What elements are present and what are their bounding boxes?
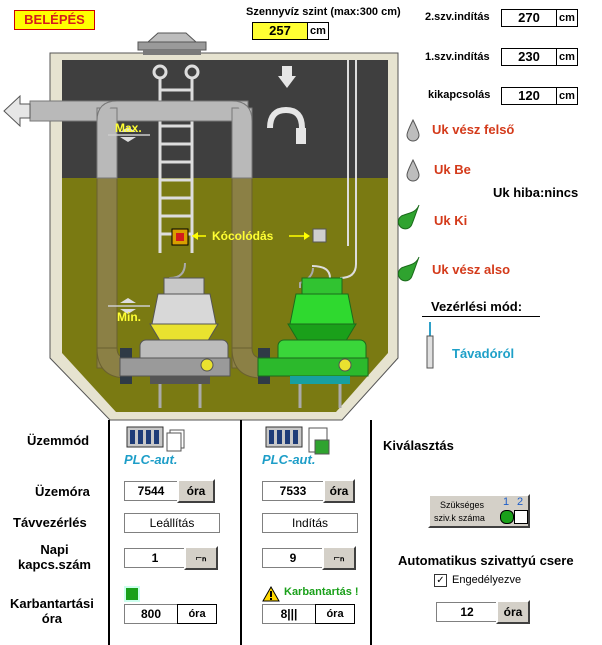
setting-1-label: 1.szv.indítás (425, 51, 490, 63)
sensor-on-label: Uk Be (434, 162, 471, 177)
pump-2-maint-unit: óra (315, 604, 355, 624)
pump-2 (257, 277, 369, 408)
pump-1-maint-unit: óra (177, 604, 217, 624)
pump-2-mode[interactable]: PLC-aut. (262, 452, 316, 467)
required-option-2[interactable] (514, 510, 528, 524)
pump-2-hours-unit: óra (323, 479, 355, 503)
sensor-off-label: Uk Ki (434, 213, 468, 228)
setting-1-value[interactable]: 230 (501, 48, 557, 66)
sensor-alarm-high-icon (406, 118, 420, 142)
required-label-1: Szükséges (440, 500, 485, 510)
control-mode-value: Távadóról (452, 346, 515, 361)
pump-1-maint: 800 (124, 604, 178, 624)
pump-2-maint: 8||| (262, 604, 316, 624)
pump-1-maint-led (124, 586, 140, 602)
row-daily-label: Napi kapcs.szám (18, 542, 91, 572)
pump-2-daily-switch-icon[interactable]: ⌐ₙ (322, 546, 356, 570)
login-button[interactable]: BELÉPÉS (14, 10, 95, 30)
pump-2-remote[interactable]: Indítás (262, 513, 358, 533)
mixing-label: Kócolódás (212, 229, 274, 243)
plc-icon-1[interactable] (126, 426, 188, 452)
sensor-alarm-high-label: Uk vész felső (432, 122, 515, 137)
selection-label: Kiválasztás (383, 438, 454, 453)
auto-value[interactable]: 12 (436, 602, 498, 622)
warning-icon (262, 586, 280, 602)
pump-2-daily: 9 (262, 548, 324, 568)
setting-off-label: kikapcsolás (428, 89, 491, 101)
pump-2-hours: 7533 (262, 481, 324, 501)
pump-1-hours: 7544 (124, 481, 178, 501)
divider-right (370, 420, 372, 645)
setting-2-value[interactable]: 270 (501, 9, 557, 27)
tank-diagram (3, 32, 399, 421)
level-unit: cm (307, 22, 329, 40)
auto-title: Automatikus szivattyú csere (398, 553, 574, 568)
control-mode-underline (422, 316, 540, 317)
level-label: Szennyvíz szint (max:300 cm) (246, 6, 401, 18)
sensor-on-icon (406, 158, 420, 182)
required-label-2: sziv.k száma (434, 513, 485, 523)
row-hours-label: Üzemóra (35, 484, 90, 499)
auto-enabled-label: Engedélyezve (452, 574, 522, 586)
pump-1-daily: 1 (124, 548, 186, 568)
max-label: Max. (115, 121, 142, 135)
level-value: 257 (252, 22, 308, 40)
divider-mid (240, 420, 242, 645)
pump-2-warning: Karbantartás ! (284, 586, 359, 598)
control-mode-title: Vezérlési mód: (431, 299, 523, 314)
setting-2-unit: cm (556, 9, 578, 27)
pump-1-daily-switch-icon[interactable]: ⌐ₙ (184, 546, 218, 570)
pump-1-hours-unit: óra (177, 479, 215, 503)
row-mode-label: Üzemmód (27, 433, 90, 448)
required-n2: 2 (517, 496, 524, 508)
sensor-alarm-low-icon (397, 256, 420, 282)
row-remote-label: Távvezérlés (13, 515, 87, 530)
setting-2-label: 2.szv.indítás (425, 11, 490, 23)
required-option-1[interactable] (500, 510, 514, 524)
plc-icon-2[interactable] (265, 426, 331, 456)
auto-unit: óra (496, 600, 530, 624)
sensor-alarm-low-label: Uk vész also (432, 262, 511, 277)
setting-1-unit: cm (556, 48, 578, 66)
sensor-fault-label: Uk hiba:nincs (493, 185, 579, 200)
setting-off-unit: cm (556, 87, 578, 105)
row-maint-label: Karbantartási óra (10, 596, 94, 626)
sensor-off-icon (397, 204, 420, 230)
auto-enabled-checkbox[interactable]: ✓ (434, 574, 447, 587)
pump-1-remote[interactable]: Leállítás (124, 513, 220, 533)
divider-left (108, 420, 110, 645)
setting-off-value[interactable]: 120 (501, 87, 557, 105)
pump-1 (119, 277, 231, 408)
pump-1-mode[interactable]: PLC-aut. (124, 452, 178, 467)
required-pumps-box[interactable] (428, 494, 530, 528)
min-label: Min. (117, 310, 141, 324)
required-n1: 1 (503, 496, 510, 508)
transmitter-icon (426, 322, 434, 369)
